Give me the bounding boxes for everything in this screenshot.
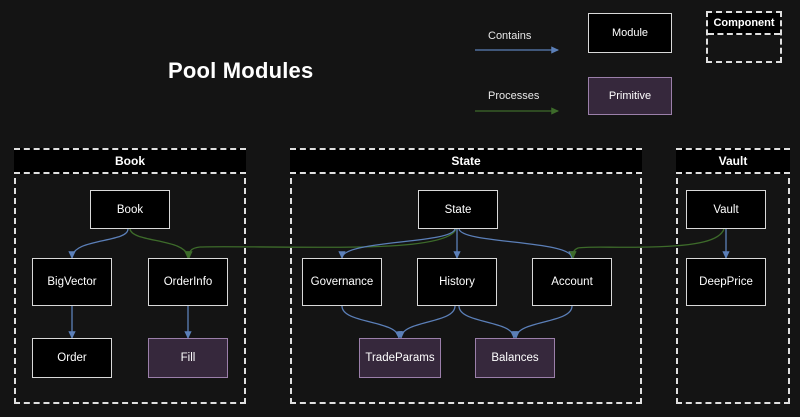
node-history[interactable]: History xyxy=(417,258,497,306)
legend-module-box: Module xyxy=(588,13,672,53)
group-book: Book xyxy=(14,148,246,404)
group-vault-label: Vault xyxy=(676,148,790,174)
group-book-label: Book xyxy=(14,148,246,174)
node-order[interactable]: Order xyxy=(32,338,112,378)
group-state-label: State xyxy=(290,148,642,174)
page-title: Pool Modules xyxy=(168,58,314,83)
legend-contains-arrow xyxy=(475,46,560,54)
node-tradeparams[interactable]: TradeParams xyxy=(359,338,441,378)
node-orderinfo[interactable]: OrderInfo xyxy=(148,258,228,306)
node-balances[interactable]: Balances xyxy=(475,338,555,378)
node-book[interactable]: Book xyxy=(90,190,170,229)
legend-component-label: Component xyxy=(708,13,780,35)
node-fill[interactable]: Fill xyxy=(148,338,228,378)
group-vault: Vault xyxy=(676,148,790,404)
legend-contains-label: Contains xyxy=(488,30,532,42)
node-governance[interactable]: Governance xyxy=(302,258,382,306)
node-vault[interactable]: Vault xyxy=(686,190,766,229)
node-bigvector[interactable]: BigVector xyxy=(32,258,112,306)
legend-component-box: Component xyxy=(706,11,782,63)
node-account[interactable]: Account xyxy=(532,258,612,306)
legend-primitive-box: Primitive xyxy=(588,77,672,115)
node-deepprice[interactable]: DeepPrice xyxy=(686,258,766,306)
legend-processes-arrow xyxy=(475,107,560,115)
legend-processes-label: Processes xyxy=(488,90,540,102)
group-state: State xyxy=(290,148,642,404)
node-state[interactable]: State xyxy=(418,190,498,229)
